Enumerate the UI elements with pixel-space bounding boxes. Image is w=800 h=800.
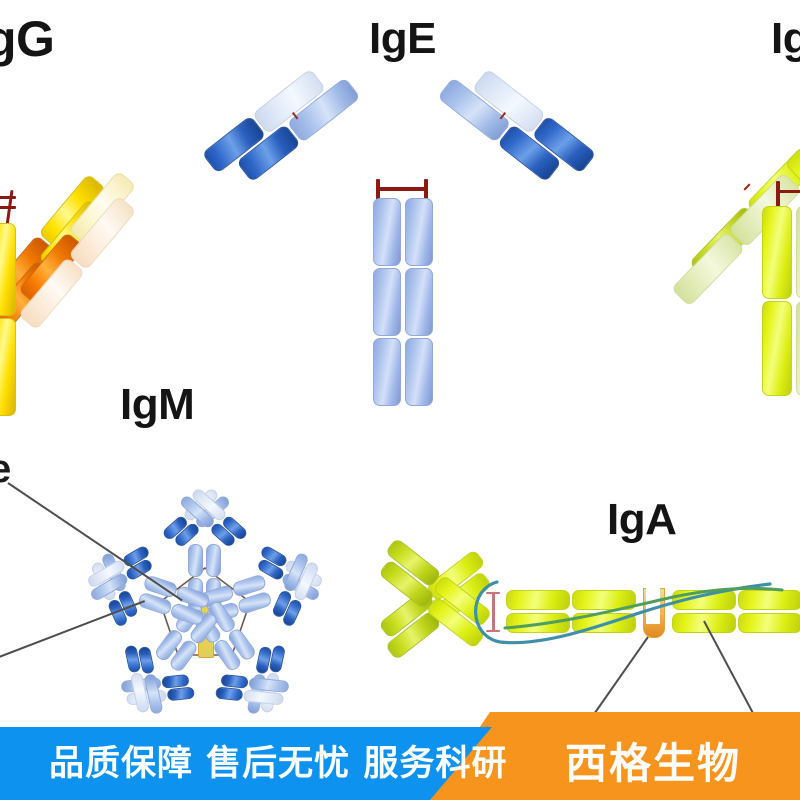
- iga-a-ch3-up: [572, 590, 636, 610]
- igm-u1-ch3-l: [188, 544, 203, 577]
- ige-hinge-right-post: [424, 179, 428, 201]
- igg-ch2-right: [0, 223, 16, 316]
- antibody-igg: [0, 20, 222, 420]
- igd-ch2-left: [762, 206, 792, 299]
- igm-u1-ch3-r: [206, 544, 221, 577]
- igd-disulfide-hinge: [778, 190, 800, 193]
- ige-ch4-left: [373, 338, 401, 406]
- bottom-banner: [0, 712, 800, 800]
- igd-ch3-left: [762, 301, 792, 396]
- iga-hinge-cap-bottom: [486, 630, 500, 632]
- iga-hinge-cap-top: [486, 592, 500, 594]
- igd-ch2-right: [796, 206, 800, 299]
- iga-secretory-component: [474, 580, 784, 645]
- label-partial-left: e: [0, 449, 11, 489]
- banner-brand-shape: [430, 712, 800, 800]
- banner-brand-text: 西格生物: [565, 739, 742, 788]
- iga-j-chain-gap: [646, 588, 660, 624]
- label-ige: IgE: [369, 14, 436, 63]
- label-igm: IgM: [120, 380, 195, 429]
- iga-b-ch2-up: [738, 590, 800, 610]
- iga-hinge-disulfide: [492, 592, 495, 632]
- ige-ch4-right: [405, 338, 433, 406]
- banner-slogan-shape: [0, 727, 492, 800]
- igm-u3-vl-l: [255, 645, 273, 675]
- ige-ch3-right: [405, 268, 433, 336]
- iga-sc-strand-2: [503, 586, 784, 630]
- banner-shapes: [0, 712, 800, 800]
- igd-disulfide-left-arm: [743, 183, 751, 191]
- antibody-igd: [640, 18, 800, 418]
- iga-b-ch2-dn: [738, 613, 800, 633]
- iga-a-ch2-up: [506, 590, 570, 610]
- antibody-igm-pentamer: [40, 450, 370, 780]
- label-igd: Ig: [771, 14, 800, 63]
- label-igg: gG: [0, 11, 55, 67]
- ige-ch2-left: [373, 198, 401, 266]
- ige-ch2-right: [405, 198, 433, 266]
- iga-sc-strand-1: [474, 580, 772, 645]
- label-iga: IgA: [607, 495, 677, 544]
- ige-hinge-left-post: [376, 179, 380, 201]
- antibody-iga-dimer: [372, 520, 800, 730]
- antibody-ige: [201, 18, 597, 418]
- igd-ch3-right: [796, 301, 800, 396]
- igm-u4-vl-r: [137, 645, 155, 675]
- ige-ch3-left: [373, 268, 401, 336]
- ige-disulfide-hinge: [379, 187, 427, 191]
- igg-ch3-right: [0, 318, 16, 416]
- igd-hinge-post: [776, 181, 780, 209]
- banner-slogan-text: 品质保障 售后无忧 服务科研: [49, 744, 508, 784]
- igg-disulfide-hinge-1: [0, 196, 16, 199]
